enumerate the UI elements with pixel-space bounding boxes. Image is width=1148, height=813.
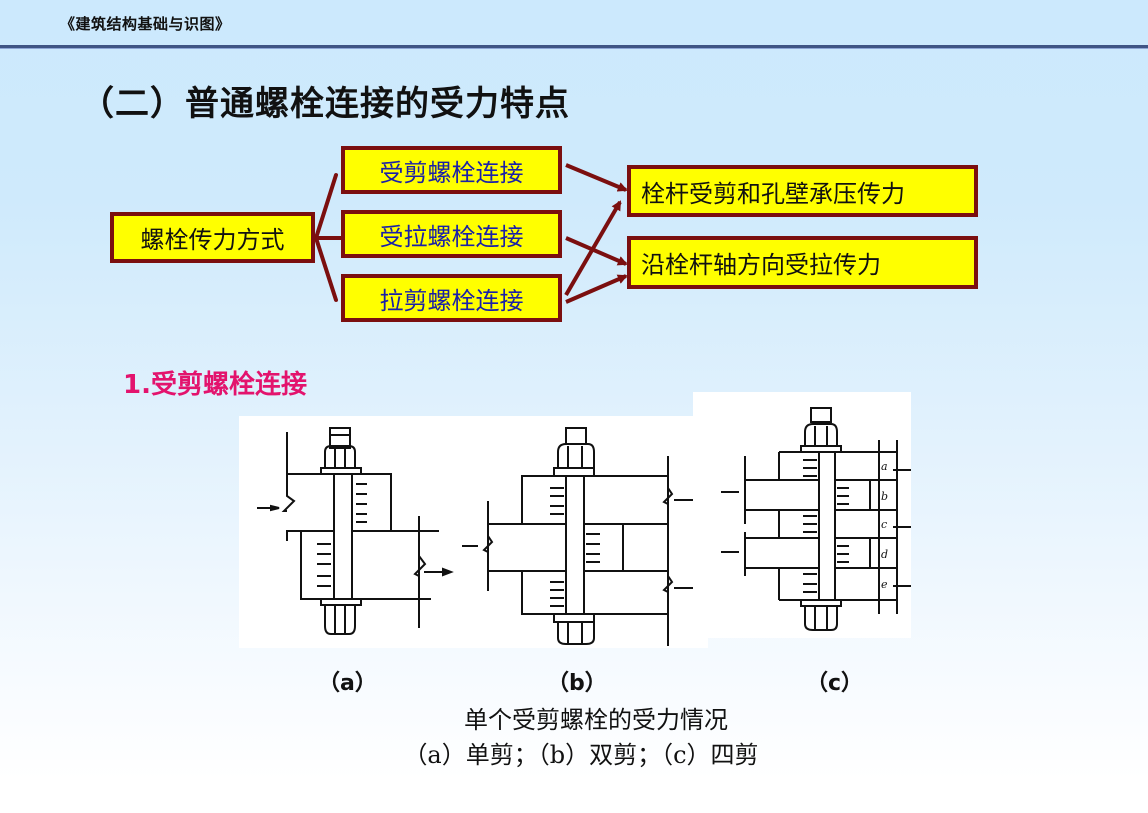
arrow-combined-to-bearing <box>564 200 622 297</box>
figure-a-single-shear <box>239 416 461 648</box>
arrow-combined-to-axial <box>565 274 628 304</box>
course-title: 《建筑结构基础与识图》 <box>60 15 231 33</box>
figure-caption-legend: （a）单剪；（b）双剪；（c）四剪 <box>403 741 759 769</box>
box-label: 受剪螺栓连接 <box>379 158 524 187</box>
plate-mark-d: d <box>881 548 888 561</box>
arrow-shear-to-bearing <box>565 163 628 192</box>
force-arrows <box>721 459 911 593</box>
box-label: 沿栓杆轴方向受拉传力 <box>641 251 881 279</box>
arrow-tension-to-axial <box>565 236 628 266</box>
box-shank-shear-bearing: 栓杆受剪和孔壁承压传力 <box>627 165 978 217</box>
figure-caption-title: 单个受剪螺栓的受力情况 <box>464 706 728 734</box>
plate-mark-a: a <box>881 460 888 473</box>
header-divider <box>0 45 1148 49</box>
root-box-label: 螺栓传力方式 <box>140 226 285 254</box>
plate-mark-b: b <box>881 490 888 503</box>
page-title: （二）普通螺栓连接的受力特点 <box>80 84 570 124</box>
branch-line-top <box>314 173 338 240</box>
figure-b-double-shear <box>458 416 708 648</box>
figure-label-c: （c） <box>806 671 864 696</box>
box-shear-bolt-connection: 受剪螺栓连接 <box>341 146 562 194</box>
box-tension-bolt-connection: 受拉螺栓连接 <box>341 210 562 258</box>
figure-label-b: （b） <box>547 671 607 696</box>
root-box-bolt-force-transfer: 螺栓传力方式 <box>110 212 315 263</box>
force-arrows <box>462 487 694 607</box>
double-shear-drawing <box>462 427 694 646</box>
box-tension-shear-bolt-connection: 拉剪螺栓连接 <box>341 274 562 322</box>
plate-mark-e: e <box>881 578 888 591</box>
quadruple-shear-drawing: a b c d e <box>721 407 911 631</box>
single-shear-drawing <box>257 427 454 635</box>
branch-line-bottom <box>314 236 338 302</box>
box-label: 拉剪螺栓连接 <box>379 286 524 315</box>
plate-mark-c: c <box>881 518 887 531</box>
box-label: 受拉螺栓连接 <box>379 222 524 251</box>
box-label: 栓杆受剪和孔壁承压传力 <box>641 179 905 208</box>
force-arrows <box>257 483 454 587</box>
section-heading: 1.受剪螺栓连接 <box>123 370 307 400</box>
plate-marks: a b c d e <box>881 460 888 591</box>
figure-c-quadruple-shear: a b c d e <box>693 392 911 638</box>
figure-label-a: （a） <box>318 671 377 696</box>
bolt-head-cap <box>329 427 351 449</box>
box-axial-tension: 沿栓杆轴方向受拉传力 <box>627 236 978 289</box>
